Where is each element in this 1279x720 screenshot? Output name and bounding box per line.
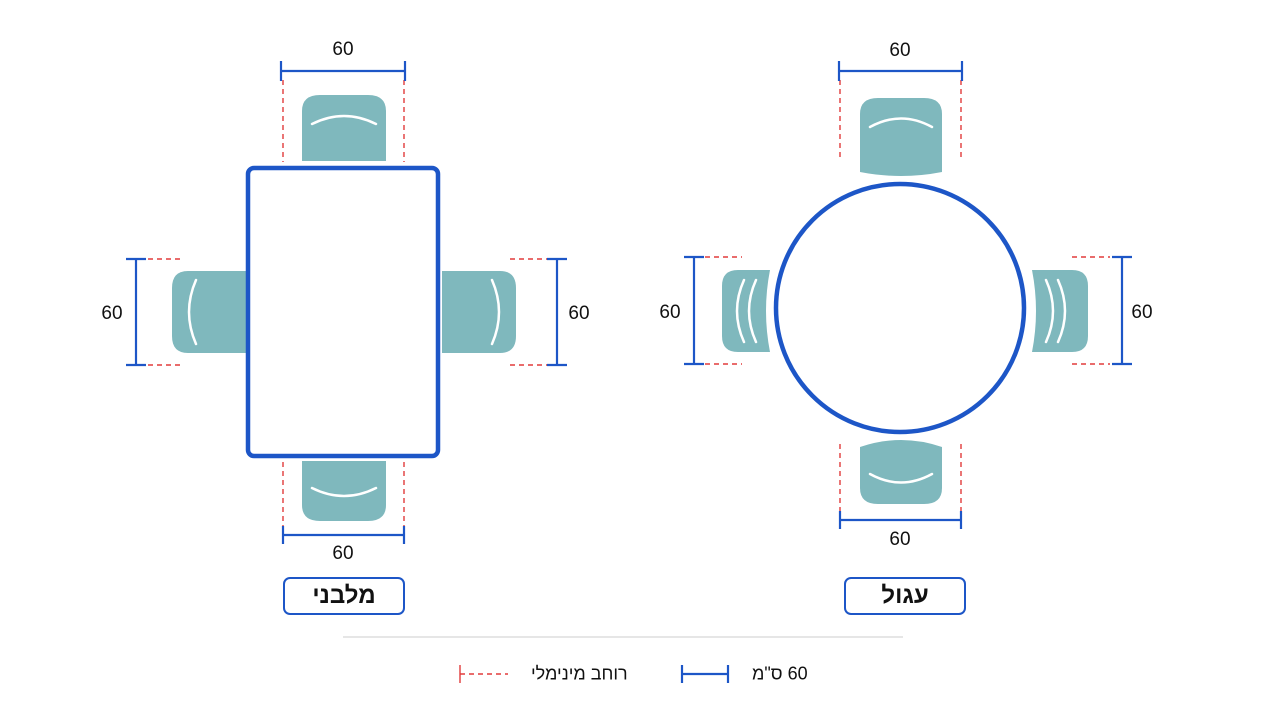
round-dim-top-label: 60	[889, 40, 911, 61]
legend-dim-line-label: 60 ס"מ	[752, 663, 808, 684]
round-dim-bottom-label: 60	[889, 529, 911, 550]
min-width-guides	[705, 80, 1110, 515]
rect-dim-left-label: 60	[101, 303, 123, 324]
dim-right	[547, 257, 567, 367]
round-table-name: עגול	[844, 577, 966, 615]
dim-left	[126, 257, 146, 367]
dim-left	[684, 255, 704, 366]
dim-top	[837, 61, 964, 81]
chair-bottom	[860, 440, 942, 504]
rect-dim-bottom-label: 60	[332, 543, 354, 564]
legend-dim-symbol	[680, 665, 730, 683]
legend-dash-symbol	[459, 665, 508, 683]
chair-top	[302, 95, 386, 161]
min-width-guides	[148, 80, 548, 528]
dim-top	[279, 61, 407, 81]
chair-right	[442, 271, 516, 353]
round-dim-right-label: 60	[1131, 302, 1153, 323]
rect-table-group	[126, 61, 567, 544]
round-table-group	[684, 61, 1132, 529]
legend-min-width-label: רוחב מינימלי	[531, 663, 628, 684]
chair-bottom	[302, 461, 386, 521]
chair-left	[722, 270, 770, 352]
round-dim-left-label: 60	[659, 302, 681, 323]
rect-table	[245, 165, 441, 459]
dim-right	[1112, 255, 1132, 366]
chair-left	[172, 271, 246, 353]
round-table	[773, 181, 1027, 435]
dim-bottom	[838, 511, 963, 529]
dim-bottom	[281, 526, 406, 544]
chair-top	[860, 98, 942, 176]
rect-table-name: מלבני	[283, 577, 405, 615]
rect-dim-right-label: 60	[568, 303, 590, 324]
chair-right	[1032, 270, 1088, 352]
rect-dim-top-label: 60	[332, 39, 354, 60]
